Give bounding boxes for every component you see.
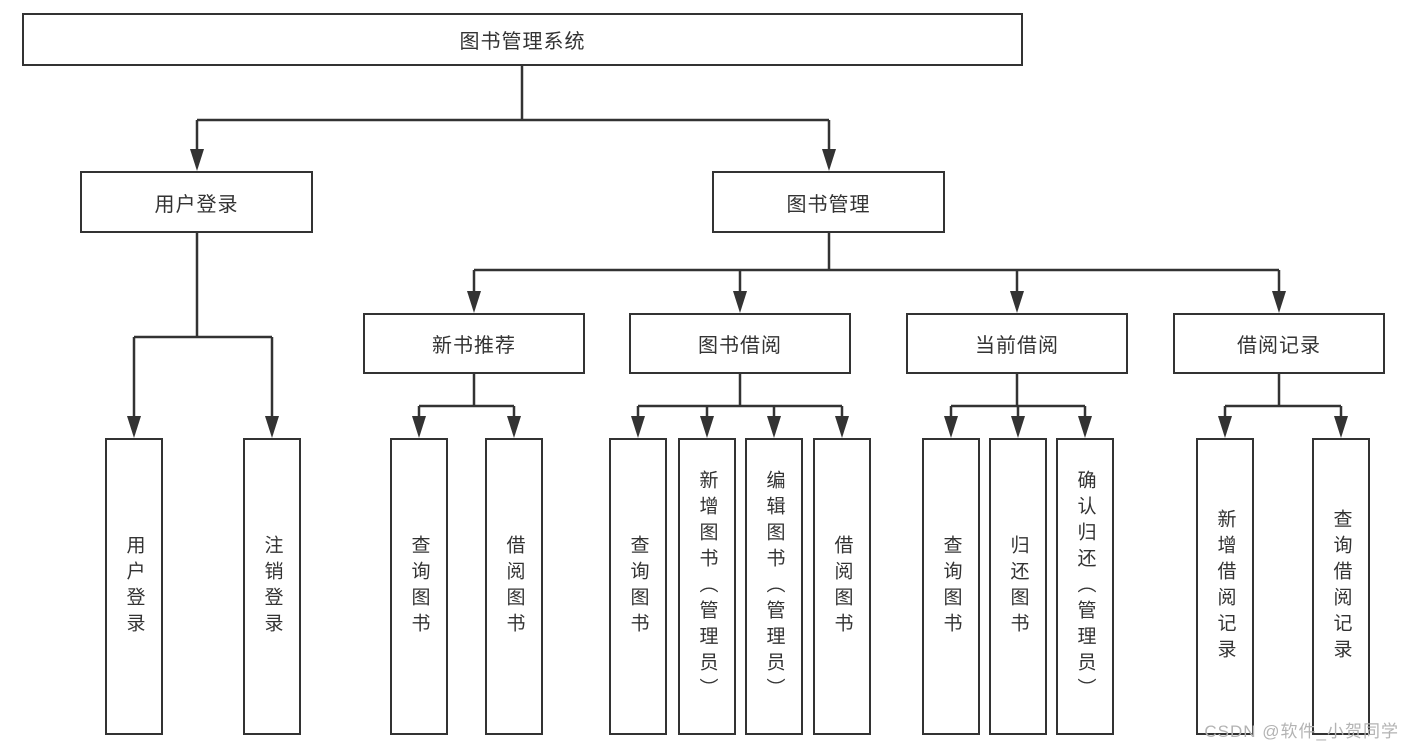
node-label: 图书借阅 [698,335,782,357]
leaf-edit-books-admin: 编辑图书（管理员） [745,438,803,735]
node-label: 图书管理 [786,193,871,216]
leaf-add-borrow-record: 新增借阅记录 [1196,438,1254,735]
node-label: 归还图书 [1007,534,1029,639]
node-book-borrowing: 图书借阅 [629,313,851,374]
node-label: 查询图书 [940,534,962,639]
node-book-management: 图书管理 [712,171,945,233]
node-label: 用户登录 [123,534,145,639]
node-label: 当前借阅 [975,335,1059,357]
csdn-watermark: CSDN @软件_小贺同学 [1204,722,1399,741]
node-label: 查询图书 [408,534,430,639]
leaf-query-borrow-record: 查询借阅记录 [1312,438,1370,735]
leaf-borrow-books: 借阅图书 [813,438,871,735]
node-label: 查询图书 [627,534,649,639]
node-label: 用户登录 [154,193,239,216]
tree-edges [132,66,1343,433]
leaf-borrow-books-recommend: 借阅图书 [485,438,543,735]
node-new-book-recommendation: 新书推荐 [363,313,585,374]
node-current-borrowing: 当前借阅 [906,313,1128,374]
node-label: 新增图书（管理员） [696,469,718,704]
node-library-management-system: 图书管理系统 [22,13,1023,66]
leaf-query-books-current: 查询图书 [922,438,980,735]
node-label: 新增借阅记录 [1214,508,1236,665]
node-label: 借阅图书 [503,534,525,639]
node-borrowing-records: 借阅记录 [1173,313,1385,374]
node-label: 确认归还（管理员） [1074,469,1096,704]
node-user-login: 用户登录 [80,171,313,233]
leaf-return-books: 归还图书 [989,438,1047,735]
leaf-user-login: 用户登录 [105,438,163,735]
node-label: 借阅图书 [831,534,853,639]
node-label: 查询借阅记录 [1330,508,1352,665]
leaf-query-books-recommend: 查询图书 [390,438,448,735]
node-label: 新书推荐 [432,335,516,357]
node-label: 编辑图书（管理员） [763,469,785,704]
leaf-confirm-return-admin: 确认归还（管理员） [1056,438,1114,735]
leaf-query-books-borrowing: 查询图书 [609,438,667,735]
leaf-logout: 注销登录 [243,438,301,735]
node-label: 注销登录 [261,534,283,639]
leaf-add-books-admin: 新增图书（管理员） [678,438,736,735]
node-label: 图书管理系统 [459,31,586,53]
node-label: 借阅记录 [1237,335,1321,357]
